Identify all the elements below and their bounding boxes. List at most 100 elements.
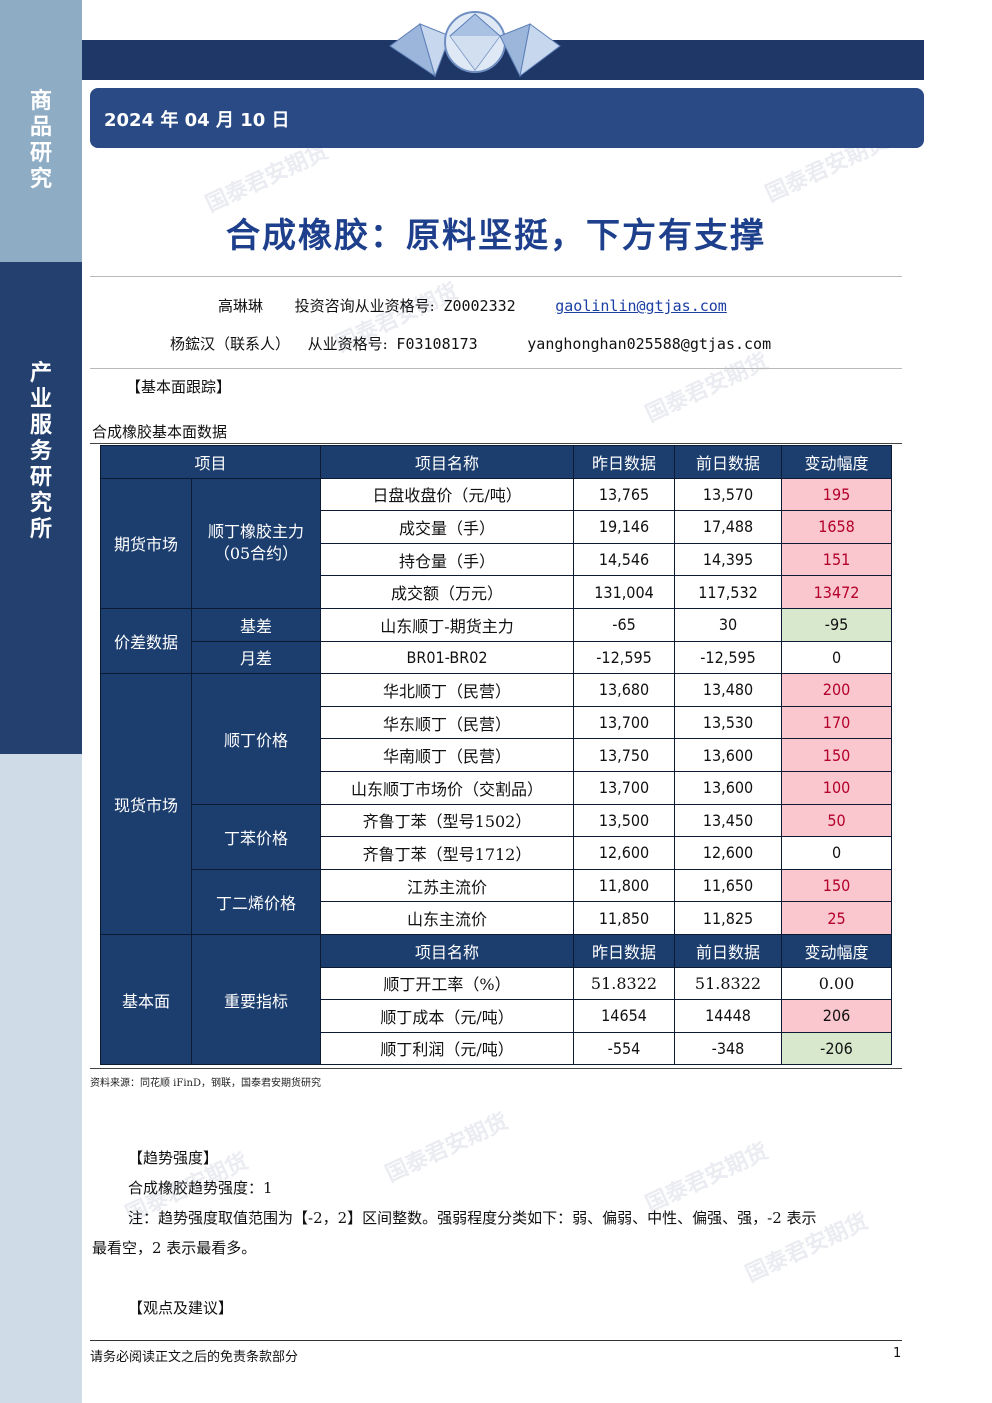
value-change: 100 xyxy=(781,770,893,805)
item-name: 齐鲁丁苯（型号1712） xyxy=(320,836,575,870)
header-cell: 前日数据 xyxy=(674,445,783,479)
subgroup-label: 重要指标 xyxy=(190,933,322,1066)
value-prev: 13,600 xyxy=(674,738,783,772)
group-label: 期货市场 xyxy=(100,477,192,609)
table-row: 顺丁成本（元/吨） 14654 14448 206 xyxy=(101,999,893,1033)
header-cell: 项目名称 xyxy=(320,933,575,968)
value-prev: -348 xyxy=(674,1031,783,1066)
table-row: 华南顺丁（民营） 13,750 13,600 150 xyxy=(101,738,893,772)
item-name: 成交额（万元） xyxy=(320,575,575,609)
table-row: 丁苯价格 齐鲁丁苯（型号1502） 13,500 13,450 50 xyxy=(101,803,893,870)
author-name: 高琳琳 xyxy=(218,297,264,315)
header-cell: 项目 xyxy=(99,445,322,479)
item-name: BR01-BR02 xyxy=(320,640,575,675)
sidebar-label-commodity: 商品研究 xyxy=(29,88,52,192)
author-qual-id: Z0002332 xyxy=(443,297,516,315)
watermark: 国泰君安期货 xyxy=(641,1139,773,1218)
value-yesterday: 19,146 xyxy=(573,510,676,544)
divider xyxy=(90,276,902,277)
value-change: 150 xyxy=(781,868,893,903)
group-label: 价差数据 xyxy=(100,607,192,675)
subgroup-label: 丁二烯价格 xyxy=(190,868,322,935)
table-subheader-row: 基本面 重要指标 项目名称 昨日数据 前日数据 变动幅度 xyxy=(100,933,893,1066)
watermark: 国泰君安期货 xyxy=(641,349,773,428)
table-row: 现货市场 顺丁价格 华北顺丁（民营） 13,680 13,480 200 xyxy=(100,673,893,935)
value-change: 1658 xyxy=(781,510,893,544)
table-row: 山东主流价 11,850 11,825 25 xyxy=(101,901,893,935)
value-prev: 14,395 xyxy=(674,542,783,577)
value-change: -206 xyxy=(781,1031,893,1066)
table-row: 华东顺丁（民营） 13,700 13,530 170 xyxy=(101,705,893,740)
value-yesterday: 13,700 xyxy=(573,770,676,805)
value-change: 25 xyxy=(781,901,893,935)
item-name: 山东主流价 xyxy=(320,901,575,935)
data-source-note: 资料来源：同花顺 iFinD，钢联，国泰君安期货研究 xyxy=(90,1078,321,1089)
item-name: 山东顺丁市场价（交割品） xyxy=(320,770,575,805)
value-yesterday: 13,500 xyxy=(573,803,676,838)
table-row: 价差数据 基差 山东顺丁-期货主力 -65 30 -95 xyxy=(100,607,893,675)
value-yesterday: 13,765 xyxy=(573,477,676,512)
page-number: 1 xyxy=(893,1346,902,1361)
author-email-link[interactable]: gaolinlin@gtjas.com xyxy=(555,297,727,315)
header-cell: 昨日数据 xyxy=(573,445,676,479)
header-cell: 变动幅度 xyxy=(781,933,893,968)
value-prev: 117,532 xyxy=(674,575,783,609)
note-text-cont: 最看空，2 表示最看多。 xyxy=(92,1239,257,1257)
date-banner xyxy=(90,88,924,148)
divider xyxy=(90,368,902,369)
diamond-logo-icon xyxy=(389,11,561,78)
item-name: 顺丁利润（元/吨） xyxy=(320,1031,575,1066)
table-caption: 合成橡胶基本面数据 xyxy=(92,423,228,441)
value-change: 200 xyxy=(781,673,893,707)
value-prev: 11,825 xyxy=(674,901,783,935)
value-prev: 17,488 xyxy=(674,510,783,544)
value-yesterday: 51.8322 xyxy=(573,966,676,1001)
value-prev: 12,600 xyxy=(674,836,783,870)
value-prev: 13,450 xyxy=(674,803,783,838)
item-name: 持仓量（手） xyxy=(320,542,575,577)
header-cell: 前日数据 xyxy=(674,933,783,968)
value-change: 0 xyxy=(781,640,893,675)
value-prev: 13,480 xyxy=(674,673,783,707)
item-name: 顺丁开工率（%） xyxy=(320,966,575,1001)
table-top-rule xyxy=(90,443,902,444)
value-change: 13472 xyxy=(781,575,893,609)
section-heading-views: 【观点及建议】 xyxy=(128,1299,234,1317)
table-row: 齐鲁丁苯（型号1712） 12,600 12,600 0 xyxy=(101,836,893,870)
table-row: 持仓量（手） 14,546 14,395 151 xyxy=(101,542,893,577)
value-change: 151 xyxy=(781,542,893,577)
value-prev: 30 xyxy=(674,607,783,642)
item-name: 成交量（手） xyxy=(320,510,575,544)
table-row: 月差 BR01-BR02 -12,595 -12,595 0 xyxy=(101,640,893,675)
author-name: 杨鋐汉（联系人） xyxy=(170,335,291,353)
trend-strength: 合成橡胶趋势强度：1 xyxy=(128,1179,273,1197)
table-bottom-rule xyxy=(90,1068,902,1069)
author-row-2: 杨鋐汉（联系人） 从业资格号: F03108173 yanghonghan025… xyxy=(170,333,771,354)
item-name: 华北顺丁（民营） xyxy=(320,673,575,707)
subgroup-label: 月差 xyxy=(190,640,322,675)
value-prev: 51.8322 xyxy=(674,966,783,1001)
item-name: 日盘收盘价（元/吨） xyxy=(320,477,575,512)
group-label: 基本面 xyxy=(100,933,192,1066)
author-row-1: 高琳琳 投资咨询从业资格号: Z0002332 gaolinlin@gtjas.… xyxy=(218,295,727,316)
author-qual-label: 从业资格号: xyxy=(307,335,388,353)
value-change: 0.00 xyxy=(781,966,893,1001)
value-yesterday: -554 xyxy=(573,1031,676,1066)
table-row: 顺丁利润（元/吨） -554 -348 -206 xyxy=(101,1031,893,1066)
value-yesterday: 12,600 xyxy=(573,836,676,870)
item-name: 华东顺丁（民营） xyxy=(320,705,575,740)
value-yesterday: -12,595 xyxy=(573,640,676,675)
author-qual-id: F03108173 xyxy=(396,335,478,353)
value-yesterday: 14654 xyxy=(573,999,676,1033)
watermark: 国泰君安期货 xyxy=(381,1109,513,1188)
value-yesterday: 11,800 xyxy=(573,868,676,903)
section-heading-trend: 【趋势强度】 xyxy=(128,1149,219,1167)
sidebar-mid-block xyxy=(0,262,82,754)
item-name: 顺丁成本（元/吨） xyxy=(320,999,575,1033)
item-name: 山东顺丁-期货主力 xyxy=(320,607,575,642)
value-yesterday: 14,546 xyxy=(573,542,676,577)
sidebar-label-institute: 产业服务研究所 xyxy=(29,360,52,542)
value-change: 195 xyxy=(781,477,893,512)
value-prev: 11,650 xyxy=(674,868,783,903)
value-yesterday: 13,680 xyxy=(573,673,676,707)
